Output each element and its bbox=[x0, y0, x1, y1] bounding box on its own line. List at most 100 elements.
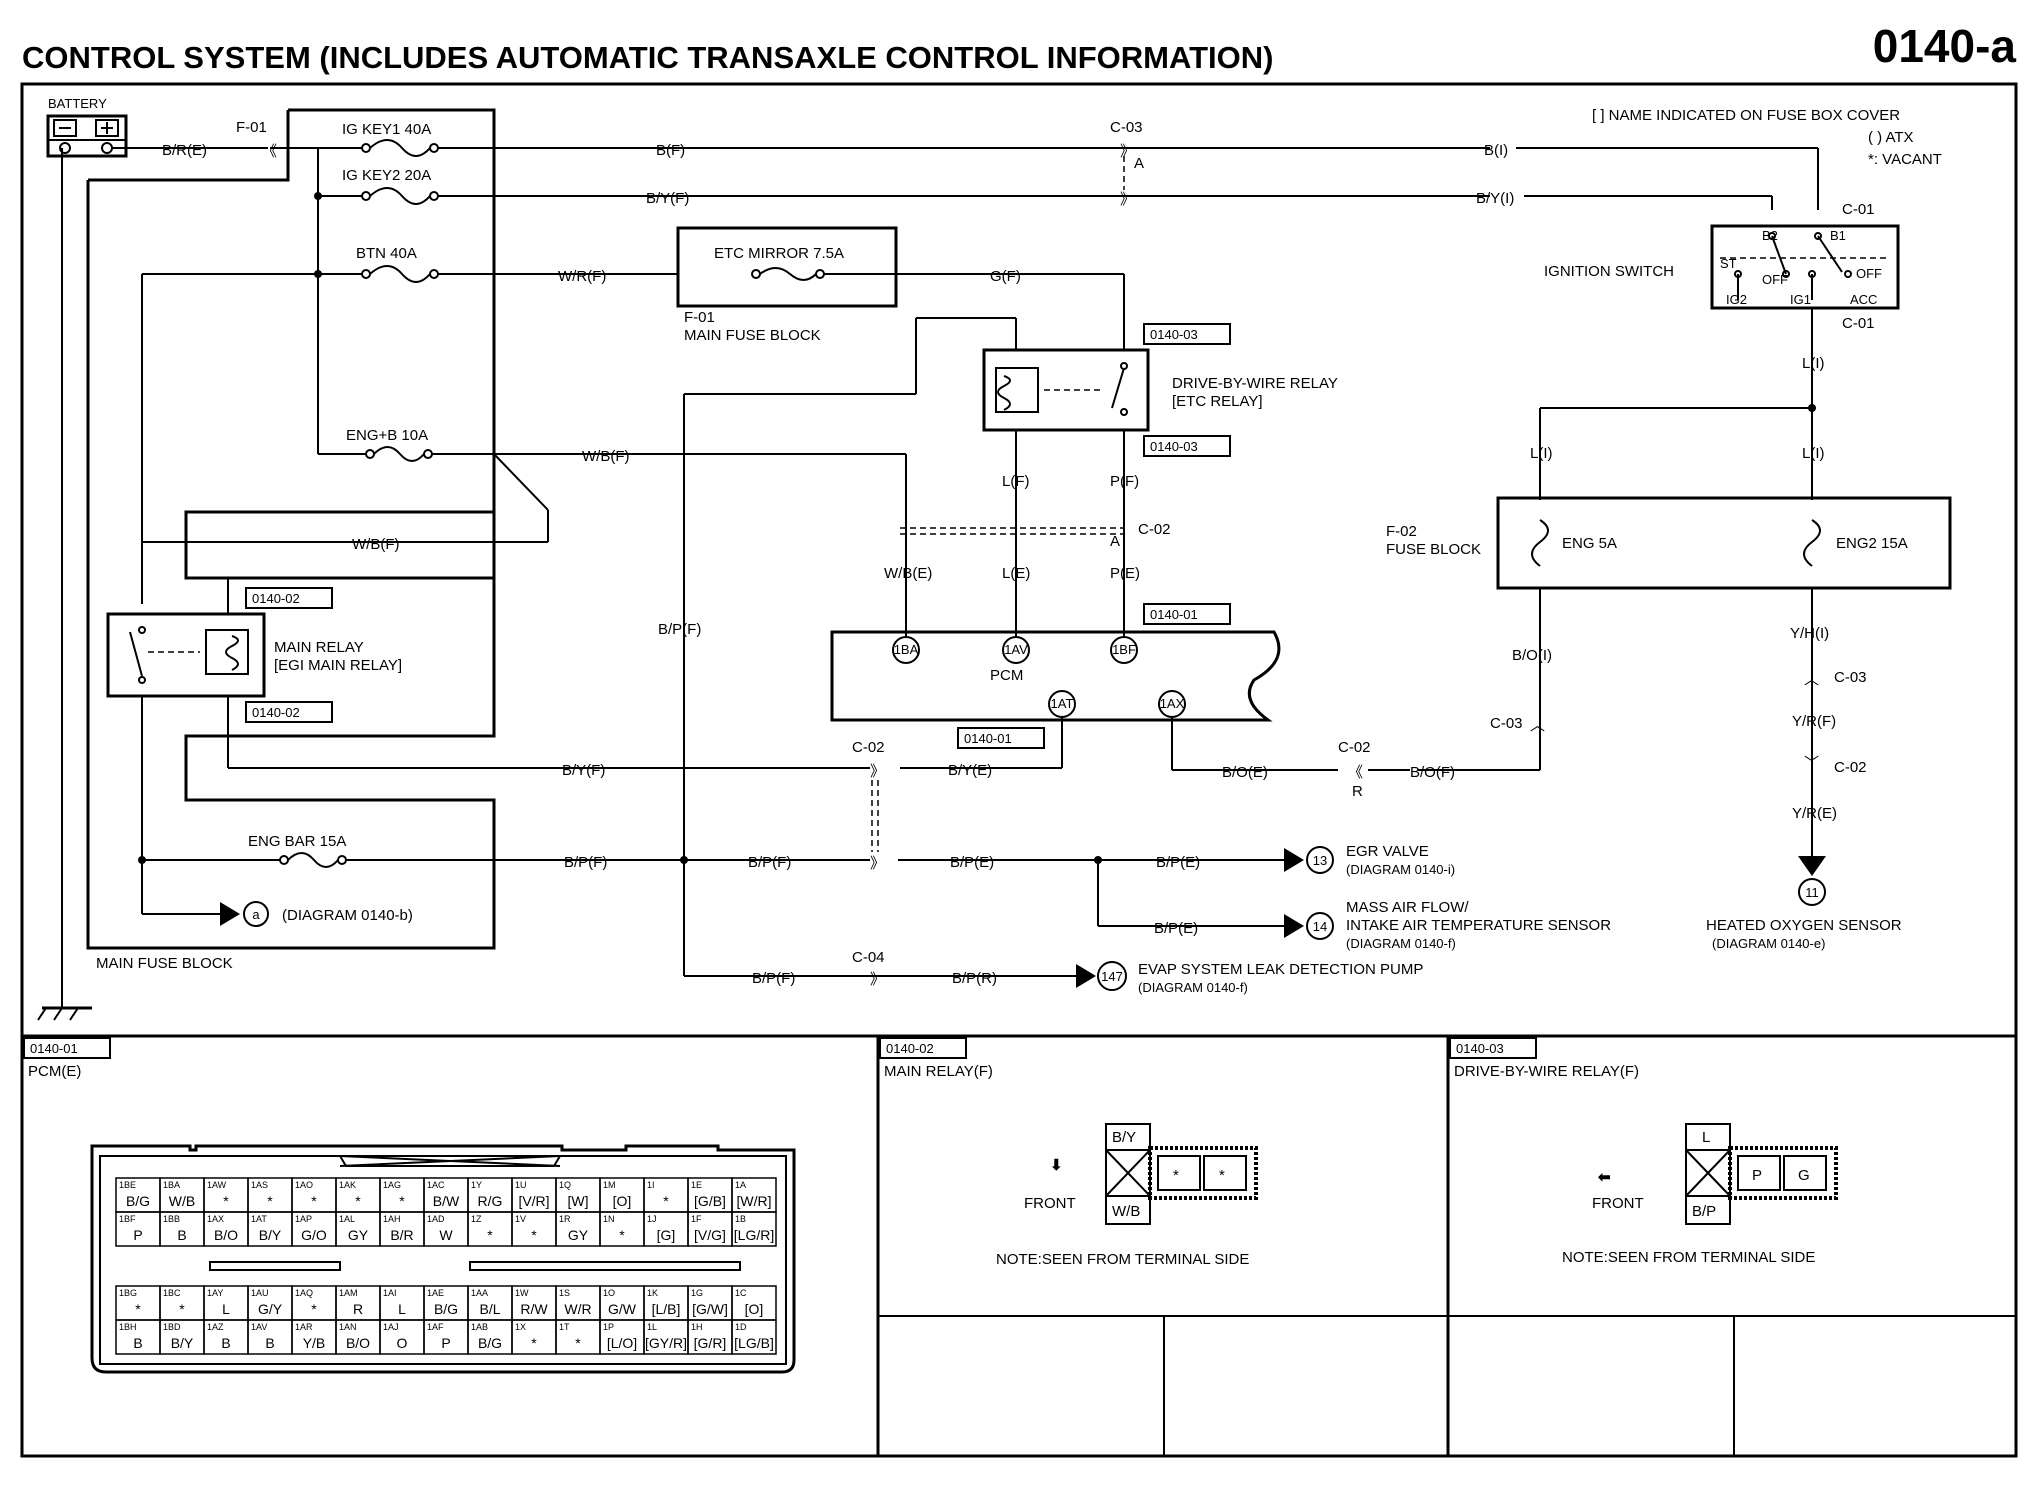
pcm-pin-color: G/W bbox=[608, 1301, 637, 1317]
pcm-pin-id: 1E bbox=[691, 1180, 702, 1190]
maf-diagram-ref: (DIAGRAM 0140-f) bbox=[1346, 936, 1456, 951]
wire-label-br-e: B/R(E) bbox=[162, 142, 207, 159]
main-fuse-block-edge bbox=[88, 110, 290, 182]
pcm-pin-color: * bbox=[575, 1335, 581, 1351]
pin-1av: 1AV bbox=[1004, 642, 1028, 657]
wire-label-b-f: B(F) bbox=[656, 142, 685, 159]
arrow-egr bbox=[1284, 848, 1304, 872]
fuse-ig-key2-label: IG KEY2 20A bbox=[342, 167, 431, 184]
switch-off-1: OFF bbox=[1762, 272, 1788, 287]
pcm-pin-id: 1BC bbox=[163, 1288, 181, 1298]
f01-label: F-01 bbox=[684, 309, 715, 326]
fuse-eng5a-icon bbox=[1531, 519, 1549, 567]
wire-label-l-f: L(F) bbox=[1002, 473, 1030, 490]
pcm-pins bbox=[892, 636, 1186, 718]
wire-label-bp-f-1: B/P(F) bbox=[564, 854, 607, 871]
battery-label: BATTERY bbox=[48, 96, 107, 111]
connector-c01-bot: C-01 bbox=[1842, 315, 1875, 332]
pcm-pin-id: 1BA bbox=[163, 1180, 180, 1190]
connector-mark-c02-by: 》 bbox=[870, 763, 885, 780]
pcm-pin-color: R bbox=[353, 1301, 363, 1317]
pcm-pin-color: B/O bbox=[214, 1227, 238, 1243]
pcm-pin-color: Y/B bbox=[303, 1335, 326, 1351]
ignition-switch-icon bbox=[1710, 224, 1900, 310]
pcm-pin-id: 1K bbox=[647, 1288, 658, 1298]
arrow-maf bbox=[1284, 914, 1304, 938]
pcm-pin-id: 1BF bbox=[119, 1214, 136, 1224]
terminal-14-icon bbox=[1306, 912, 1334, 940]
panel1-ref: 0140-01 bbox=[30, 1041, 78, 1056]
front-arrow-down-icon: ⬇ bbox=[1050, 1157, 1063, 1174]
pcm-pin-color: R/G bbox=[478, 1193, 503, 1209]
fuse-btn-icon bbox=[318, 265, 439, 283]
pcm-pin-color: R/W bbox=[520, 1301, 548, 1317]
pcm-pin-color: B/W bbox=[433, 1193, 460, 1209]
pcm-pin-color: G/O bbox=[301, 1227, 327, 1243]
pcm-pin-id: 1D bbox=[735, 1322, 747, 1332]
pcm-box bbox=[830, 630, 1281, 722]
wire-label-bp-e-3: B/P(E) bbox=[1154, 920, 1198, 937]
fuse-etc-mirror-icon bbox=[759, 267, 817, 281]
panel2-front: FRONT bbox=[1024, 1195, 1076, 1212]
pcm-pin-color: * bbox=[531, 1335, 537, 1351]
pcm-pin-color: [G/W] bbox=[692, 1301, 728, 1317]
pcm-pin-id: 1AU bbox=[251, 1288, 269, 1298]
panel3-front: FRONT bbox=[1592, 1195, 1644, 1212]
pcm-pin-id: 1AT bbox=[251, 1214, 267, 1224]
wire-label-by-f-top: B/Y(F) bbox=[646, 190, 689, 207]
pcm-label: PCM bbox=[990, 667, 1023, 684]
dbw-pin-p: P bbox=[1752, 1167, 1762, 1184]
ref-0140-03-a: 0140-03 bbox=[1150, 327, 1198, 342]
main-relay-connector bbox=[1105, 1123, 1258, 1225]
wire-label-l-i-2: L(I) bbox=[1530, 445, 1553, 462]
pcm-pin-color: L bbox=[222, 1301, 230, 1317]
pcm-pin-color: * bbox=[311, 1301, 317, 1317]
diagram-b-ref: (DIAGRAM 0140-b) bbox=[282, 907, 413, 924]
fuse-ig-key2-icon bbox=[318, 187, 439, 205]
pcm-pin-id: 1L bbox=[647, 1322, 657, 1332]
legend-line-1: [ ] NAME INDICATED ON FUSE BOX COVER bbox=[1592, 107, 1900, 124]
connector-mark-f01: 《 bbox=[262, 143, 277, 160]
switch-st: ST bbox=[1720, 256, 1737, 271]
pcm-pin-id: 1BG bbox=[119, 1288, 137, 1298]
wire-label-l-e: L(E) bbox=[1002, 565, 1030, 582]
wire-label-l-i-3: L(I) bbox=[1802, 445, 1825, 462]
pcm-pin-color: [LG/B] bbox=[734, 1335, 774, 1351]
fuse-etc-mirror-label: ETC MIRROR 7.5A bbox=[714, 245, 844, 262]
panel2-note: NOTE:SEEN FROM TERMINAL SIDE bbox=[996, 1251, 1249, 1268]
wire-label-g-f: G(F) bbox=[990, 268, 1021, 285]
pcm-pin-id: 1T bbox=[559, 1322, 570, 1332]
pcm-pin-id: 1AP bbox=[295, 1214, 312, 1224]
terminal-147: 147 bbox=[1101, 969, 1123, 984]
pcm-pin-color: W/B bbox=[169, 1193, 195, 1209]
pcm-pin-color: [V/R] bbox=[518, 1193, 549, 1209]
wire-label-by-i: B/Y(I) bbox=[1476, 190, 1514, 207]
pcm-pin-id: 1AV bbox=[251, 1322, 267, 1332]
ref-0140-02-a-box bbox=[245, 587, 333, 609]
pcm-pin-color: * bbox=[663, 1193, 669, 1209]
pcm-pin-id: 1AE bbox=[427, 1288, 444, 1298]
connector-c02-by: C-02 bbox=[852, 739, 885, 756]
ref-0140-02-a: 0140-02 bbox=[252, 591, 300, 606]
pcm-pin-id: 1M bbox=[603, 1180, 616, 1190]
pcm-pin-id: 1Y bbox=[471, 1180, 482, 1190]
pcm-pin-cell bbox=[731, 1319, 777, 1355]
dbw-relay-label-2: [ETC RELAY] bbox=[1172, 393, 1263, 410]
ref-0140-02-b: 0140-02 bbox=[252, 705, 300, 720]
wire-label-p-e: P(E) bbox=[1110, 565, 1140, 582]
ref-0140-01-a-box bbox=[1143, 603, 1231, 625]
pcm-pin-color: B/G bbox=[434, 1301, 458, 1317]
pcm-pin-id: 1AJ bbox=[383, 1322, 399, 1332]
ho2s-label: HEATED OXYGEN SENSOR bbox=[1706, 917, 1902, 934]
wire-label-by-e: B/Y(E) bbox=[948, 762, 992, 779]
fuse-eng-bar-icon bbox=[142, 852, 347, 868]
fuse-block-f02 bbox=[1496, 496, 1952, 590]
pcm-pin-color: B/G bbox=[478, 1335, 502, 1351]
pcm-pin-color: B/G bbox=[126, 1193, 150, 1209]
pcm-pin-color: B bbox=[265, 1335, 274, 1351]
pcm-pin-id: 1AR bbox=[295, 1322, 313, 1332]
fuse-ig-key1-label: IG KEY1 40A bbox=[342, 121, 431, 138]
pcm-pin-color: W/R bbox=[564, 1301, 591, 1317]
ref-0140-03-b-box bbox=[1143, 435, 1231, 457]
pcm-pin-id: 1AG bbox=[383, 1180, 401, 1190]
